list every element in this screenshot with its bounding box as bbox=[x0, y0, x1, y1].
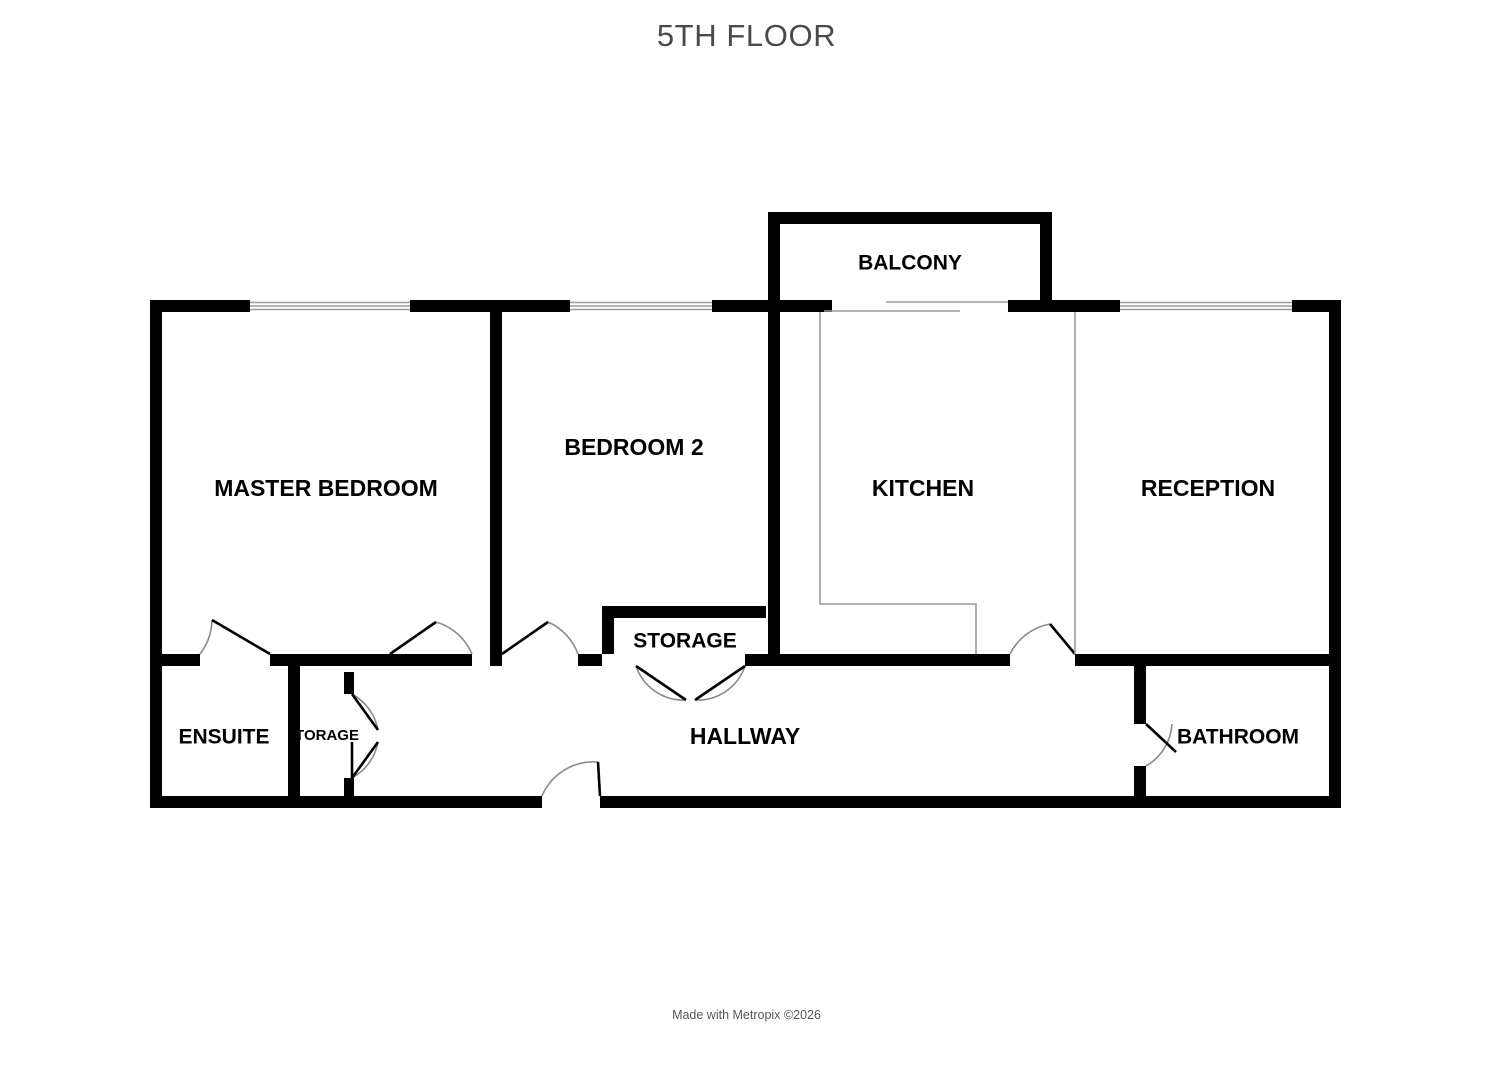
hallway-top-wall bbox=[150, 654, 1341, 666]
exterior-side-walls bbox=[150, 300, 1341, 808]
room-label-storage: STORAGE bbox=[633, 630, 736, 653]
room-label-reception: RECEPTION bbox=[1141, 475, 1275, 501]
window-master-bedroom bbox=[250, 300, 410, 312]
window-bedroom-2 bbox=[570, 300, 712, 312]
room-label-kitchen: KITCHEN bbox=[872, 475, 974, 501]
master-bedroom-door[interactable] bbox=[389, 620, 473, 656]
storage-room-walls bbox=[602, 606, 766, 654]
window-reception bbox=[1120, 300, 1292, 312]
kitchen-counter-outline bbox=[819, 312, 977, 654]
room-label-hallway: HALLWAY bbox=[690, 723, 800, 749]
balcony-walls bbox=[768, 212, 1052, 312]
bedroom-2-door[interactable] bbox=[501, 620, 579, 656]
storage-closet-walls bbox=[344, 672, 354, 800]
room-label-storage-closet: TORAGE bbox=[295, 727, 359, 744]
room-label-bedroom-2: BEDROOM 2 bbox=[564, 434, 703, 460]
exterior-bottom-wall bbox=[150, 796, 1341, 808]
storage-closet-doors[interactable] bbox=[350, 693, 380, 779]
bathroom-walls bbox=[1134, 666, 1146, 808]
ensuite-walls bbox=[288, 666, 300, 808]
room-label-balcony: BALCONY bbox=[858, 252, 962, 275]
partition-bedroom2-kitchen bbox=[768, 300, 780, 666]
room-label-master-bedroom: MASTER BEDROOM bbox=[214, 475, 438, 501]
room-label-ensuite: ENSUITE bbox=[178, 726, 269, 749]
footer-credit: Made with Metropix ©2026 bbox=[672, 1008, 821, 1022]
entrance-door[interactable] bbox=[541, 761, 602, 797]
room-label-bathroom: BATHROOM bbox=[1177, 726, 1299, 749]
balcony-sliding-door[interactable] bbox=[824, 301, 1008, 312]
ensuite-door[interactable] bbox=[199, 618, 271, 656]
partition-master-bedroom-bedroom2 bbox=[490, 300, 502, 666]
kitchen-reception-door[interactable] bbox=[1009, 623, 1076, 655]
storage-double-doors[interactable] bbox=[635, 664, 746, 702]
page-title: 5TH FLOOR bbox=[656, 18, 837, 53]
bathroom-door[interactable] bbox=[1145, 723, 1177, 767]
